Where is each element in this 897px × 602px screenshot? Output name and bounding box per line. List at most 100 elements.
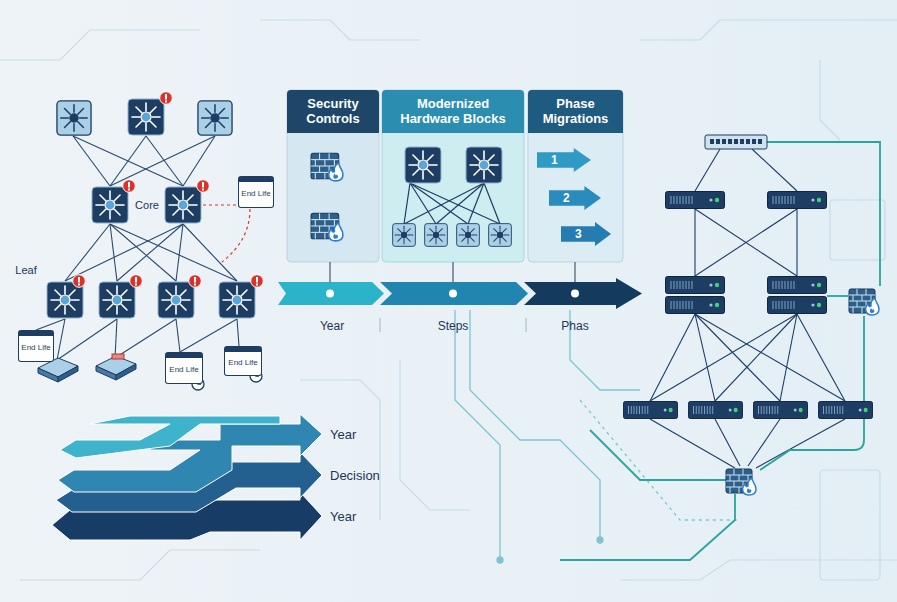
modern-links [797, 314, 845, 401]
secure-path [560, 142, 880, 560]
label-text: Year [328, 427, 358, 442]
leaf-switch [219, 282, 255, 318]
timeline-arrow [278, 278, 642, 309]
timeline-arrow [278, 282, 384, 305]
legacy-links [117, 224, 183, 281]
modern-links [756, 419, 845, 468]
phase-arrow: 3 [561, 222, 611, 246]
arrow-shape [537, 148, 591, 172]
modern-links [650, 419, 735, 468]
arrow-shape [549, 186, 601, 210]
label-text: Core [133, 199, 161, 211]
modern-links [752, 149, 797, 191]
hardware-block [404, 183, 500, 224]
legacy-links [176, 224, 183, 281]
switch-icon [57, 101, 91, 135]
legacy-links [176, 319, 180, 352]
phase-arrow: 1 [537, 148, 591, 172]
label-text: Steps [436, 319, 471, 333]
server [623, 402, 677, 419]
switch-ports [752, 139, 756, 144]
timeline-arrow [326, 290, 334, 298]
circuit-traces [20, 550, 260, 580]
label-text: Leaf [13, 264, 38, 276]
core-switch [165, 187, 201, 223]
layer-arrows [58, 414, 322, 492]
legacy-devices [96, 366, 116, 380]
phase-panel: Phase Migrations123 [528, 90, 623, 133]
switch-icon [457, 224, 480, 247]
circuit-traces [820, 60, 840, 140]
modern-links [715, 419, 740, 466]
legacy-links [183, 136, 215, 186]
circuit-traces [830, 200, 885, 260]
firewall-icon [311, 153, 343, 181]
modern-links [695, 314, 780, 401]
switch-ports [746, 139, 750, 144]
label-text: Year [328, 509, 358, 524]
end-life-text: End Life [239, 189, 272, 199]
server [768, 277, 827, 294]
circuit-traces [0, 20, 897, 580]
label-text: Decision [328, 468, 382, 483]
server [666, 297, 725, 314]
modern-links [695, 314, 715, 401]
circuit-traces [400, 360, 470, 510]
warning-badges [130, 275, 143, 288]
circuit-traces [620, 560, 897, 580]
timeline-arrow [524, 278, 642, 309]
hardware-block [404, 183, 410, 224]
end-of-life-leader [203, 204, 236, 205]
modern-links [695, 209, 797, 276]
hardware-block [410, 183, 500, 224]
timeline-arrow [449, 290, 457, 298]
switch-ports [710, 139, 714, 144]
label-text: Year [318, 319, 346, 333]
legacy-links [36, 319, 65, 330]
legacy-links [36, 136, 239, 360]
timeline-separators [380, 318, 526, 332]
circuit-traces [260, 20, 420, 40]
arrow-shape [537, 148, 591, 172]
switch-ports [722, 139, 726, 144]
server [768, 297, 827, 314]
server [818, 402, 872, 419]
modern-links [650, 149, 845, 468]
switch-ports [710, 139, 762, 144]
hardware-block [404, 183, 484, 224]
core-switch [92, 187, 128, 223]
circuit-traces-teal [597, 537, 603, 543]
layer-arrows [60, 416, 280, 458]
hardware-block [468, 183, 484, 224]
modern-links [695, 149, 720, 191]
server [688, 402, 742, 419]
timeline-arrow [571, 290, 579, 298]
leaf-switch [99, 282, 135, 318]
warning-badges [73, 275, 86, 288]
modern-links [715, 314, 797, 401]
warning-badges [73, 92, 264, 288]
panel-bodies [382, 90, 524, 262]
circuit-traces [300, 380, 380, 520]
modern-links [694, 209, 695, 276]
switch-icon [405, 147, 441, 183]
modern-links [695, 314, 845, 401]
timeline-arrow [380, 282, 528, 305]
panel-bodies [287, 90, 379, 262]
end-life-text: End Life [226, 358, 259, 368]
modern-links [650, 314, 797, 401]
switch-ports [728, 139, 732, 144]
legacy-links [183, 224, 237, 281]
legacy-links [65, 224, 183, 281]
legacy-links [110, 224, 237, 281]
timeline-separators [526, 318, 527, 332]
legacy-devices [112, 354, 124, 359]
circuit-traces-teal [497, 557, 503, 563]
legacy-links [65, 224, 110, 281]
server [666, 192, 725, 209]
warning-badges [189, 275, 202, 288]
end-of-life-calendar: End Life [18, 330, 54, 362]
switch-icon [393, 224, 416, 247]
secure-path [560, 494, 735, 560]
legacy-links [110, 224, 117, 281]
